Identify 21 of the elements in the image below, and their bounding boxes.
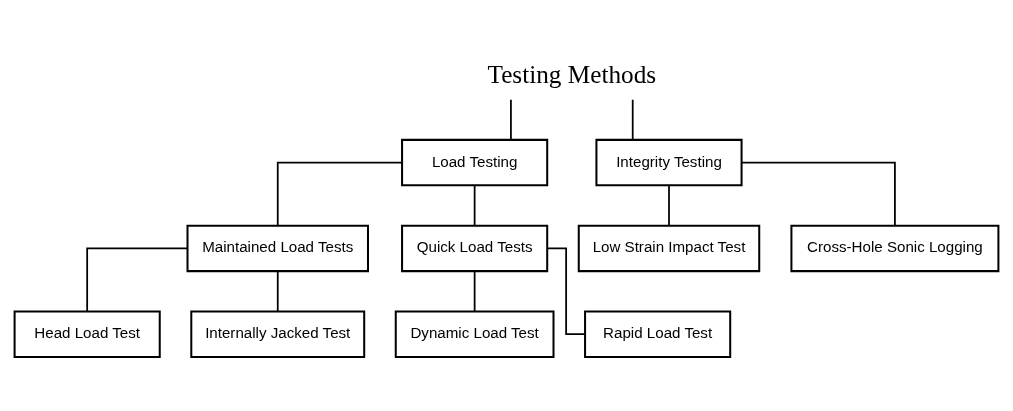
- connector: [740, 161, 896, 227]
- connector: [631, 98, 634, 141]
- node-box: Maintained Load Tests: [186, 224, 369, 273]
- node-box: Rapid Load Test: [584, 310, 732, 358]
- node-box: Integrity Testing: [595, 138, 743, 187]
- node-box: Low Strain Impact Test: [577, 224, 761, 273]
- connector: [510, 98, 512, 141]
- connector: [473, 270, 476, 313]
- connector: [86, 247, 189, 313]
- connector: [276, 161, 403, 227]
- connector: [473, 184, 476, 227]
- node-box: Head Load Test: [13, 310, 161, 358]
- node-box: Cross-Hole Sonic Logging: [790, 224, 1000, 273]
- connector: [276, 270, 279, 313]
- node-box: Quick Load Tests: [401, 224, 549, 273]
- node-box: Dynamic Load Test: [394, 310, 555, 358]
- connector: [668, 184, 670, 227]
- connector: [546, 247, 586, 336]
- node-box: Load Testing: [401, 138, 549, 187]
- node-box: Internally Jacked Test: [190, 310, 366, 358]
- node-text: Testing Methods: [487, 61, 657, 89]
